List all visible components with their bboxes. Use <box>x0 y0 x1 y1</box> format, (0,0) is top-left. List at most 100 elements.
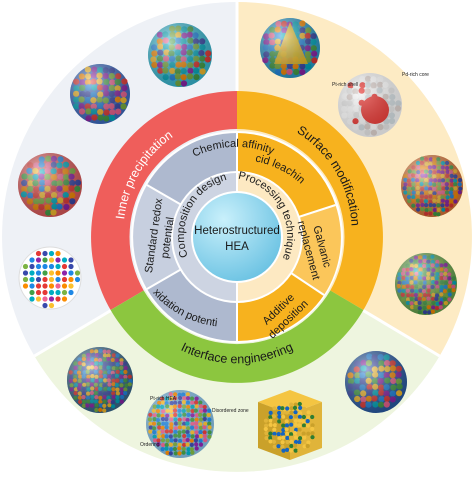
atom-dot <box>306 431 311 436</box>
atom-dot <box>298 405 303 410</box>
atom-dot <box>61 263 68 270</box>
atom-dot <box>268 431 273 436</box>
atom-dot <box>48 263 55 270</box>
atom-dot <box>289 426 295 432</box>
category-band <box>91 91 383 383</box>
atom-dot <box>297 418 302 423</box>
atom-dot <box>61 296 68 302</box>
particle-inner-upper-left <box>70 64 130 124</box>
atom-dot <box>42 263 48 270</box>
atom-dot <box>29 263 35 270</box>
atom-dot <box>272 423 278 428</box>
atom-dot <box>281 427 286 433</box>
particle-interface-bottom-left <box>146 390 214 458</box>
atom-dot <box>68 289 74 296</box>
illustration-particles <box>18 18 463 460</box>
atom-dot <box>289 406 294 411</box>
atom-dot <box>35 283 42 289</box>
atom-dot <box>285 431 290 436</box>
particle-surface-right <box>401 155 463 217</box>
atom-dot <box>294 427 299 432</box>
atom-dot <box>61 270 68 276</box>
atom-dot <box>297 414 302 419</box>
atom-dot <box>305 419 310 424</box>
particle-interface-cube <box>258 390 322 460</box>
label-standard-redox-line2: potential <box>159 216 177 259</box>
atom-dot <box>29 283 35 289</box>
atom-dot <box>268 410 273 415</box>
atom-dot <box>277 436 282 441</box>
atom-dot <box>293 410 298 415</box>
atom-dot <box>276 427 281 432</box>
atom-dot <box>298 411 303 416</box>
atom-dot <box>48 289 55 296</box>
atom-dot <box>55 250 61 257</box>
atom-dot <box>281 435 286 440</box>
atom-dot <box>292 431 298 436</box>
atom-dot <box>276 439 281 444</box>
atom-dot <box>35 257 42 263</box>
atom-dot <box>264 436 269 441</box>
atom-dot <box>42 250 48 257</box>
atom-dot <box>293 422 298 427</box>
atom-dot <box>22 263 29 270</box>
atom-dot <box>48 257 55 263</box>
atom-dot <box>310 419 315 424</box>
atom-dot <box>29 276 35 283</box>
atom-dot <box>284 423 289 428</box>
atom-dot <box>35 296 42 302</box>
atom-dot <box>280 440 285 445</box>
atom-dot <box>305 423 310 428</box>
atom-dot <box>301 431 306 436</box>
atom-dot <box>29 270 35 276</box>
atom-dot <box>289 419 294 424</box>
atom-dot <box>48 302 55 309</box>
atom-dot <box>280 431 285 437</box>
atom-dot <box>35 250 42 257</box>
atom-dot <box>272 431 277 436</box>
atom-dot <box>276 432 281 437</box>
band-surface-modification <box>237 91 383 310</box>
atom-dot <box>293 402 298 407</box>
atom-dot <box>42 283 48 289</box>
atom-dot <box>42 257 48 263</box>
atom-dot <box>22 270 29 276</box>
atom-dot <box>297 401 302 407</box>
atom-dot <box>289 410 294 415</box>
atom-dot <box>35 270 42 276</box>
atom-dot <box>29 296 35 302</box>
label-disordered-zone: Disordered zone <box>212 408 249 414</box>
atom-dot <box>272 406 277 411</box>
atom-dot <box>301 414 306 420</box>
atom-dot <box>301 423 307 428</box>
atom-dot <box>310 423 315 428</box>
atom-dot <box>310 435 315 440</box>
label-pd-rich-core: Pd-rich core <box>402 72 429 78</box>
atom-dot <box>298 436 303 441</box>
divider-right <box>353 303 441 358</box>
atom-dot <box>61 276 68 283</box>
particle-interface-right <box>345 351 407 413</box>
atom-dot <box>281 414 286 419</box>
center-title-line1: Heterostructured <box>194 225 280 237</box>
atom-dot <box>264 431 269 436</box>
atom-dot <box>48 270 55 276</box>
atom-dot <box>293 414 298 419</box>
atom-dot <box>285 447 290 452</box>
atom-dot <box>285 414 290 419</box>
atom-dot <box>288 415 293 420</box>
atom-dot <box>55 296 61 302</box>
particle-inner-left <box>18 153 82 217</box>
atom-dot <box>74 270 81 276</box>
atom-dot <box>293 443 298 448</box>
atom-dot <box>22 283 29 289</box>
atom-dot <box>272 427 277 432</box>
particle-surface-top <box>260 18 320 78</box>
atom-dot <box>310 426 315 431</box>
atom-dot <box>284 427 289 432</box>
atom-dot <box>297 443 302 449</box>
atom-dot <box>268 422 273 428</box>
atom-dot <box>301 440 306 445</box>
atom-dot <box>68 257 74 263</box>
